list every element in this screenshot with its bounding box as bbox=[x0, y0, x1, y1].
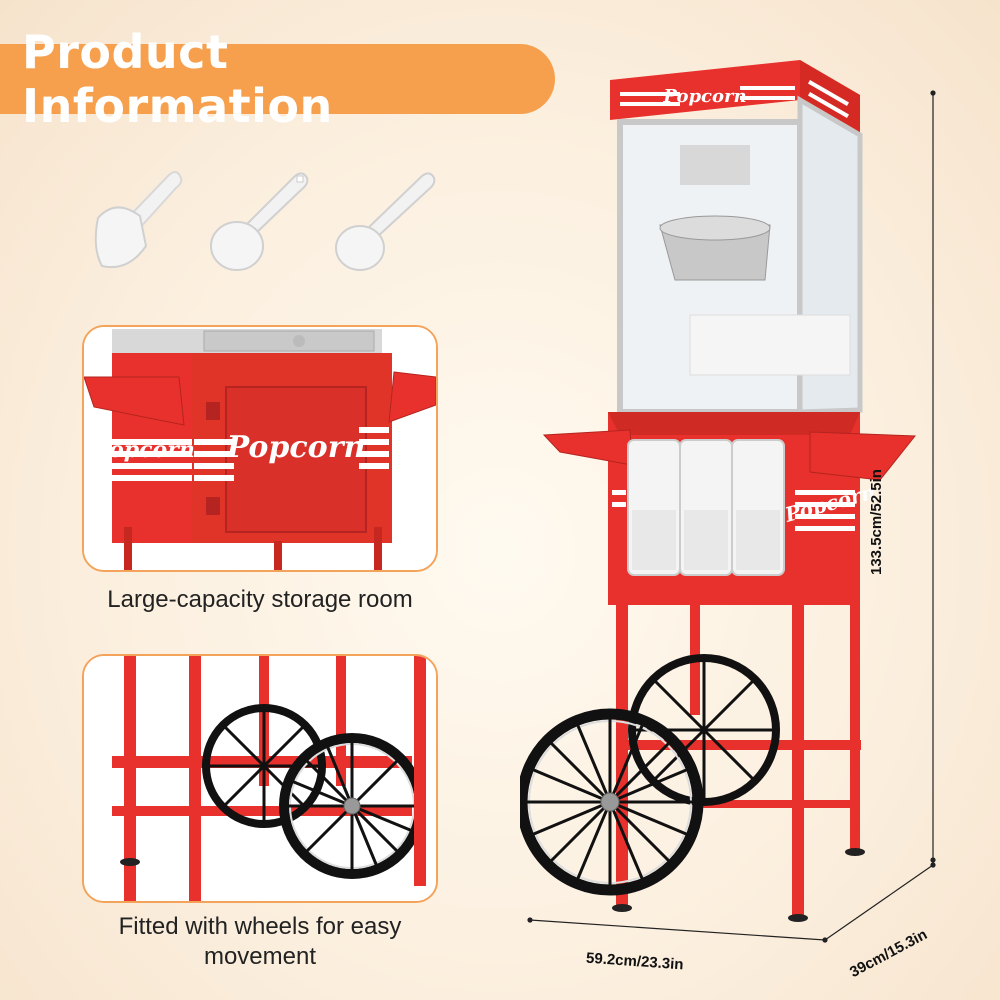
page-title: Product Information bbox=[22, 25, 333, 133]
storage-caption: Large-capacity storage room bbox=[107, 586, 413, 613]
scoop-large-icon bbox=[94, 171, 183, 268]
popcorn-cart-image: Popcorn Popcorn bbox=[520, 60, 917, 922]
dimension-lines bbox=[527, 90, 936, 943]
svg-text:Popcorn: Popcorn bbox=[662, 86, 746, 107]
cart-wheels-image bbox=[84, 656, 436, 901]
wheels-detail-panel bbox=[82, 654, 438, 903]
wheels-caption: Fitted with wheels for easy movement bbox=[118, 913, 402, 970]
title-banner: Product Information bbox=[0, 25, 555, 133]
scoop-small-icon bbox=[335, 172, 436, 271]
popcorn-logo: Popcorn bbox=[226, 430, 366, 465]
svg-text:Popcorn: Popcorn bbox=[92, 437, 195, 463]
storage-detail-panel: Popcorn Popcorn bbox=[82, 325, 438, 572]
height-dimension-label: 133.5cm/52.5in bbox=[868, 469, 885, 575]
scoop-medium-icon bbox=[210, 172, 309, 271]
storage-cabinet-image: Popcorn Popcorn bbox=[84, 327, 436, 570]
